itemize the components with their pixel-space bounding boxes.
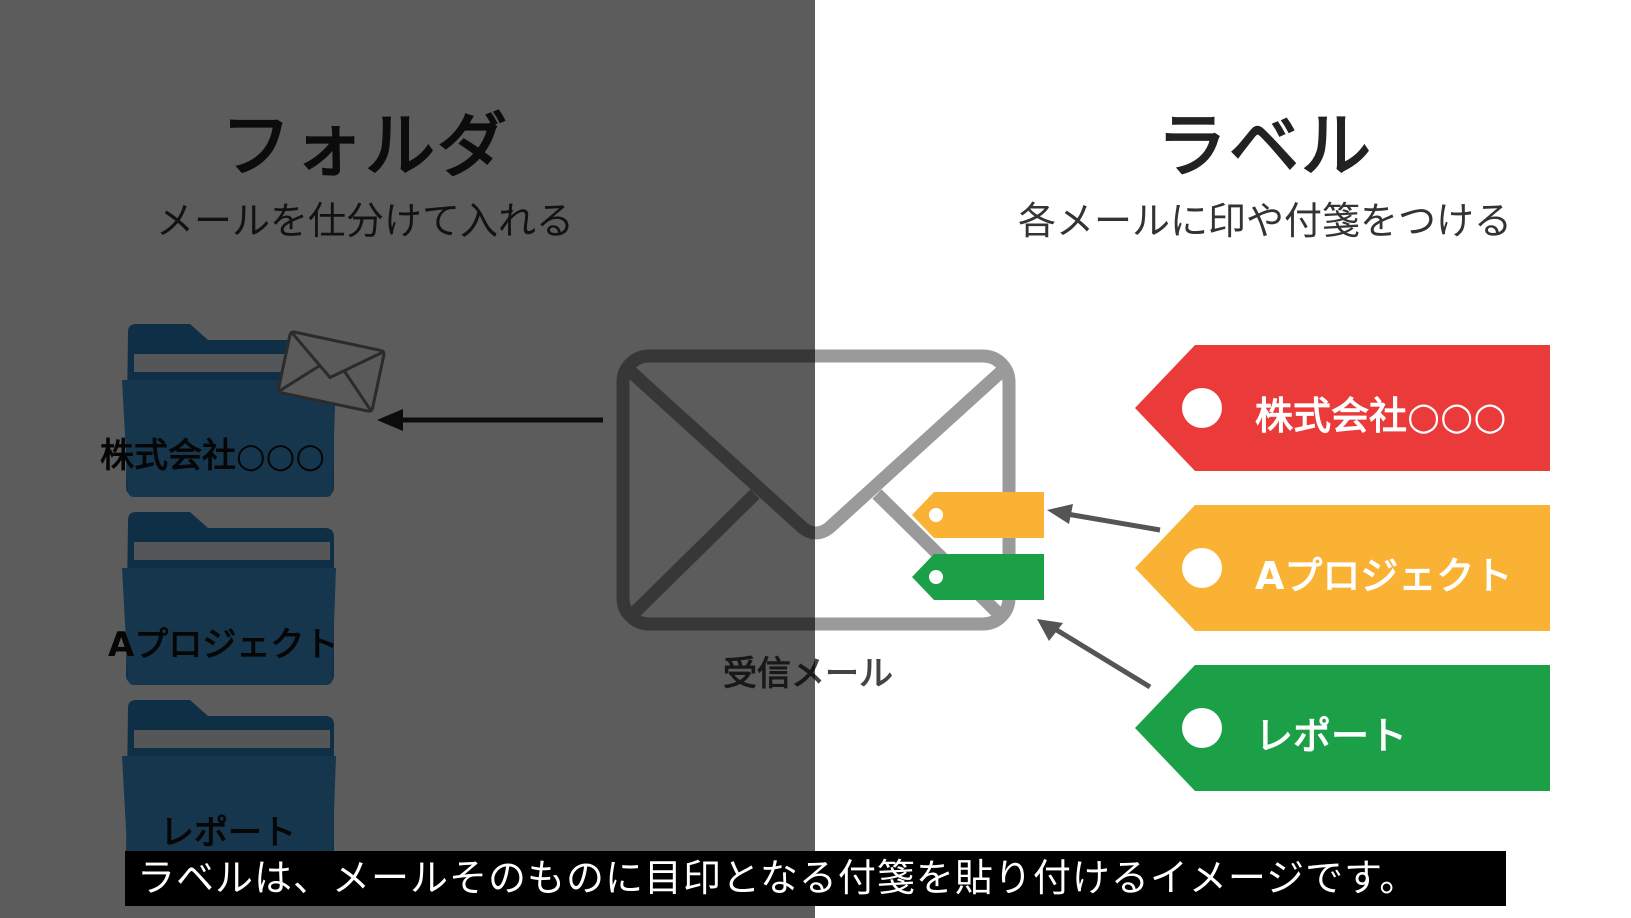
arrow-to-mini-tag-icon [1037, 619, 1152, 690]
mini-tag-yellow [912, 492, 1044, 538]
folder-label: 株式会社○○○ [100, 436, 326, 476]
arrow-left-icon [377, 409, 603, 431]
label-tag [1135, 505, 1550, 631]
mini-tag-green [912, 554, 1044, 600]
label-subtitle: 各メールに印や付箋をつける [1017, 199, 1512, 243]
subtitle-caption: ラベルは、メールそのものに目印となる付箋を貼り付けるイメージです。 [125, 851, 1506, 906]
envelope-icon [277, 330, 386, 413]
label-tag [1135, 665, 1550, 791]
label-tag [1135, 345, 1550, 471]
folder-title: フォルダ [221, 105, 509, 187]
folder-label: レポート [160, 813, 296, 853]
label-title: ラベル [1157, 105, 1373, 187]
folder-label: Aプロジェクト [108, 625, 339, 665]
incoming-mail-label: 受信メール [723, 654, 893, 694]
label-tag-text: Aプロジェクト [1255, 554, 1513, 598]
label-tag-text: レポート [1255, 714, 1408, 758]
folder-subtitle: メールを仕分けて入れる [155, 199, 574, 243]
arrow-to-mini-tag-icon [1047, 504, 1161, 533]
label-tag-text: 株式会社○○○ [1255, 394, 1507, 438]
